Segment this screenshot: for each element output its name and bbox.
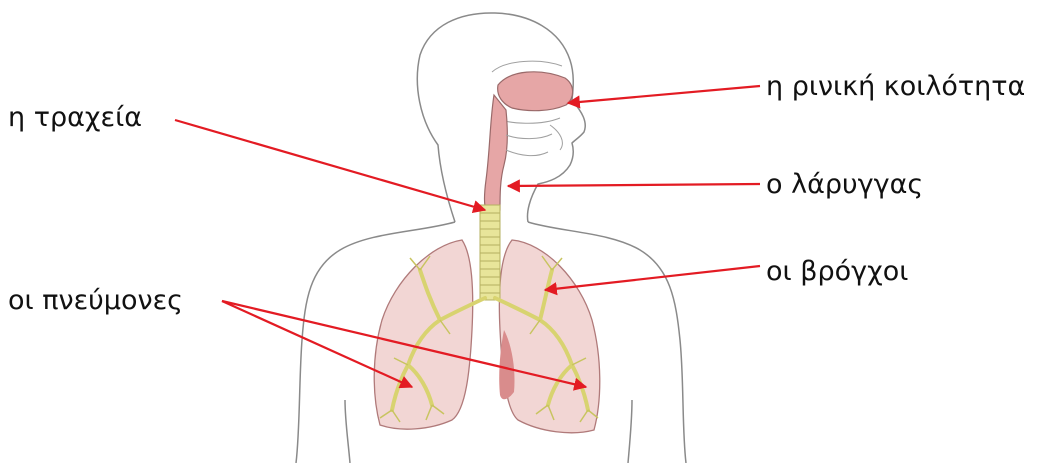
mouth-lines bbox=[506, 134, 552, 156]
arrow-nasal-cavity bbox=[568, 86, 760, 103]
label-trachea: η τραχεία bbox=[8, 104, 142, 131]
arrow-larynx bbox=[508, 184, 760, 186]
trachea bbox=[480, 205, 500, 300]
label-nasal-cavity: η ρινική κοιλότητα bbox=[766, 73, 1025, 100]
label-bronchi: οι βρόγχοι bbox=[766, 258, 908, 285]
nasal-cavity-shape bbox=[498, 72, 573, 111]
label-larynx: ο λάρυγγας bbox=[766, 171, 923, 198]
arrow-trachea bbox=[175, 120, 485, 210]
arrow-bronchi bbox=[545, 266, 760, 290]
pharynx-shape bbox=[485, 95, 508, 210]
upper-airway bbox=[485, 61, 573, 210]
label-lungs: οι πνεύμονες bbox=[8, 287, 183, 314]
